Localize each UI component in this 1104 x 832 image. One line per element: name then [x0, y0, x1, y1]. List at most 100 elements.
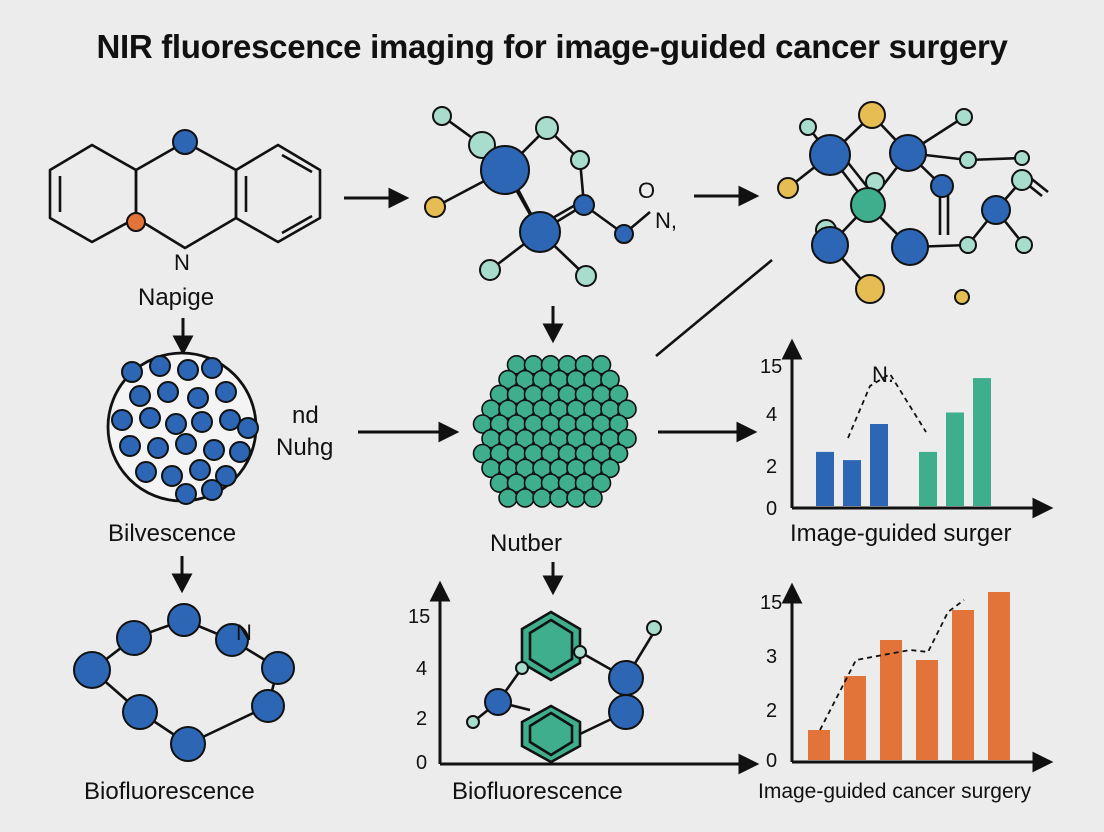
particle	[229, 441, 251, 463]
particle	[161, 465, 183, 487]
particle	[121, 361, 143, 383]
arrow-2	[694, 185, 760, 207]
page-title: NIR fluorescence imaging for image-guide…	[96, 28, 1008, 65]
bilvescence-label: Bilvescence	[108, 520, 237, 547]
nanoparticle	[591, 473, 612, 493]
oxygen-label: O	[638, 178, 656, 203]
top-chart-tick: 4	[766, 404, 778, 426]
nanoparticle-cluster	[472, 354, 637, 508]
top-chart-xlabel: Image-guided surger	[790, 520, 1012, 547]
bar	[870, 424, 888, 506]
nanoparticle	[617, 399, 637, 420]
particle	[237, 417, 259, 439]
particle	[189, 459, 211, 481]
particle	[147, 437, 169, 459]
particle	[215, 465, 237, 487]
particle	[203, 439, 225, 461]
nanoparticle	[532, 488, 552, 508]
nanoparticle	[617, 428, 637, 449]
down-arrow-mid-1	[542, 306, 564, 344]
hexagon-molecule	[472, 610, 656, 764]
particle	[215, 381, 237, 403]
nanoparticle	[549, 488, 569, 508]
nd-label: nd	[292, 402, 319, 429]
top-chart-tick: 0	[766, 498, 778, 520]
mid-chart-tick: 15	[408, 606, 431, 628]
chart-top-trend	[847, 372, 927, 439]
bar	[946, 412, 964, 506]
diagonal-connector	[655, 258, 773, 358]
bar	[988, 592, 1010, 760]
hexagon-bottom-inner	[528, 711, 574, 757]
chart-bottom-bars	[808, 592, 1010, 760]
top-chart-annotation: N.	[872, 362, 894, 387]
hexagon-molecule-atoms	[466, 620, 662, 730]
bar	[844, 676, 866, 760]
particle	[191, 411, 213, 433]
mid-chart-tick: 2	[416, 708, 428, 730]
bar	[816, 451, 834, 506]
particle	[111, 409, 133, 431]
hexagon-bottom	[520, 704, 582, 764]
nanoparticle	[566, 488, 586, 508]
middle-ring	[134, 140, 238, 250]
bottom-chart-xlabel: Image-guided cancer surgery	[758, 780, 1032, 803]
mid-nitrogen-label: N,	[655, 208, 677, 233]
nanoparticle	[600, 369, 620, 390]
particle	[135, 461, 157, 483]
chart-top-axes	[781, 338, 1054, 519]
chart-bottom-trend	[819, 599, 965, 731]
aromatic-bond-2	[281, 153, 313, 174]
particle	[119, 435, 141, 457]
network-atoms	[777, 101, 1033, 305]
bar	[916, 660, 938, 760]
nanoparticle	[608, 443, 629, 464]
bottom-chart-tick: 2	[766, 700, 778, 722]
particle	[149, 355, 171, 377]
particle	[157, 381, 179, 403]
top-chart-tick: 2	[766, 456, 778, 478]
mid-chart-tick: 4	[416, 658, 428, 680]
bar	[843, 460, 861, 506]
ring-nitrogen-label: N	[174, 250, 190, 275]
nanoparticle	[583, 488, 603, 508]
particle	[165, 413, 187, 435]
nuhg-label: Nuhg	[276, 434, 334, 461]
nanoparticle	[515, 488, 535, 508]
top-chart-tick: 15	[760, 356, 783, 378]
down-arrow-mid-2	[542, 562, 564, 596]
bottom-chart-tick: 15	[760, 592, 783, 614]
bar	[808, 730, 830, 760]
cyclic-chain-atoms	[73, 603, 295, 762]
napige-label: Napige	[138, 284, 215, 311]
particle	[187, 387, 209, 409]
benzene-ring	[234, 143, 322, 244]
nanoparticle	[608, 384, 629, 405]
particle	[175, 433, 197, 455]
arrow-4	[658, 421, 758, 443]
nutber-label: Nutber	[490, 530, 563, 557]
ball-stick-atoms	[424, 106, 634, 287]
aromatic-bond-3	[281, 214, 313, 235]
atom-orange	[126, 212, 146, 232]
nanoparticle	[498, 488, 518, 508]
particle	[139, 407, 161, 429]
particle	[175, 483, 197, 505]
left-ring	[48, 143, 138, 244]
nanoparticle	[608, 414, 629, 434]
down-arrow-left-2	[171, 556, 193, 594]
hexagon-top-inner	[528, 618, 574, 674]
particle-cluster	[111, 355, 259, 505]
mid-chart-axes	[429, 580, 760, 775]
down-arrow-left-1	[172, 318, 194, 356]
bar	[973, 378, 991, 506]
chart-bottom-axes	[781, 582, 1054, 773]
chain-nitrogen-label: N	[236, 620, 252, 645]
particle	[201, 357, 223, 379]
particle	[129, 385, 151, 407]
biofluorescence-left-label: Biofluorescence	[84, 778, 255, 805]
particle	[201, 479, 223, 501]
particle	[177, 359, 199, 381]
